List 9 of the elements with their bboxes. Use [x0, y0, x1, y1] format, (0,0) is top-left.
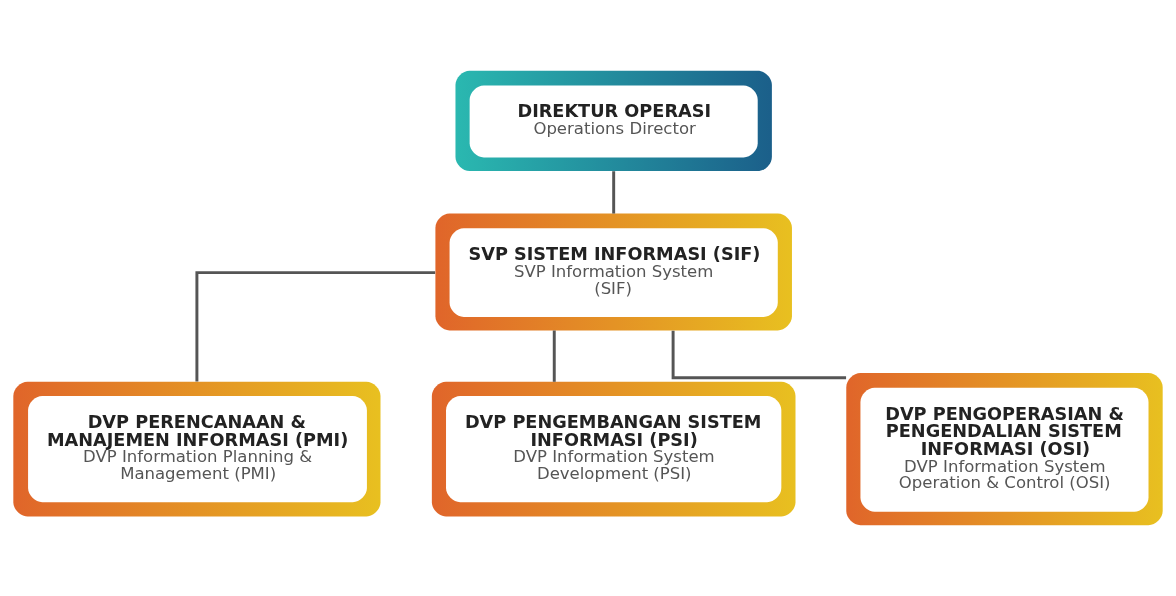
connector [195, 271, 436, 382]
connector [552, 330, 556, 382]
connector [671, 330, 847, 380]
node-box: DVP PERENCANAAN & MANAJEMEN INFORMASI (PMI) DVP Information Planning & Management (PMI) [13, 381, 381, 517]
node-box: DIREKTUR OPERASI Operations Director [455, 70, 772, 172]
connector [612, 171, 616, 214]
node-box: SVP SISTEM INFORMASI (SIF) SVP Information System (SIF) [435, 213, 792, 331]
node-box: DVP PENGOPERASIAN & PENGENDALIAN SISTEM INFORMASI (OSI) DVP Information System Operation & Control (OSI) [846, 372, 1163, 526]
node-box: DVP PENGEMBANGAN SISTEM INFORMASI (PSI) DVP Information System Development (PSI) [431, 381, 796, 517]
